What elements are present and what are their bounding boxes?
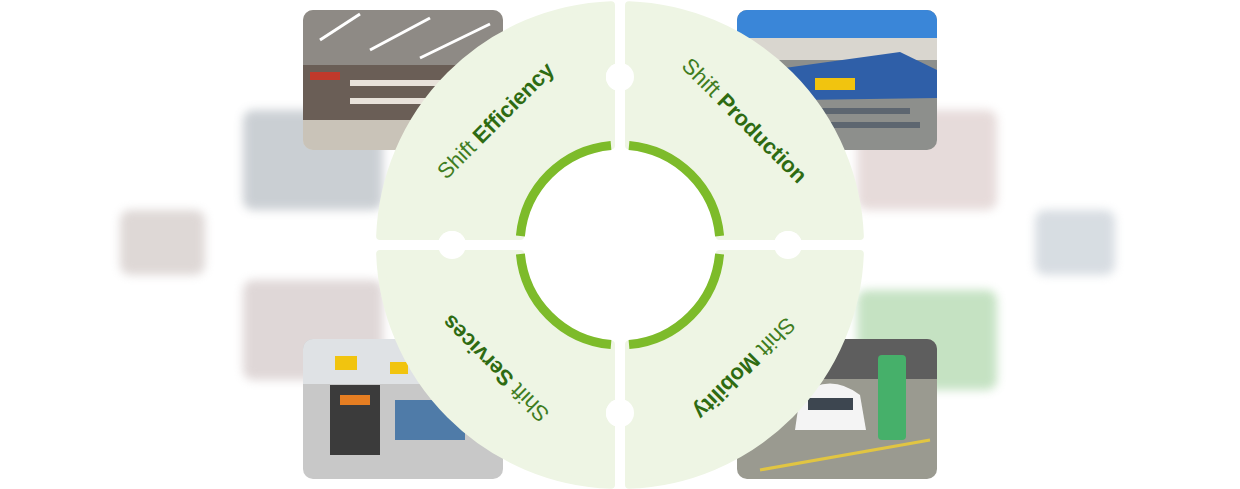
quadrant-fill [380,254,611,485]
connector-notch [606,63,634,91]
quadrant-group [606,5,860,259]
parked-cars [820,108,910,114]
floor-marking [760,440,930,470]
parked-cars [830,122,920,128]
connector-notch [606,63,634,91]
charging-station [878,355,906,440]
quadrant-fill [629,254,860,485]
quadrant-fill [380,5,611,236]
quadrant-group [380,5,634,259]
connector-notch [606,399,634,427]
ceiling-light [370,18,430,50]
store-sign [815,78,855,90]
quadrant-group [606,231,860,485]
quadrant-group [380,231,634,485]
faded-photo [120,210,205,275]
faded-photo [1035,210,1115,275]
connector-notch [438,231,466,259]
display-rack [330,385,380,455]
hanging-sign [390,362,408,374]
display-goods [340,395,370,405]
quadrant-segment: ShiftProduction [620,1,864,245]
shelf-sign [310,72,340,80]
inner-ring-arc [629,254,720,345]
quadrant-segment: ShiftServices [376,245,620,489]
car-window [808,398,853,410]
connector-notch [606,399,634,427]
quadrant-segment: ShiftEfficiency [376,1,620,245]
faded-photos [120,110,1115,390]
ceiling-light [320,14,360,40]
quadrant-segment: ShiftMobility [620,245,864,489]
quadrant-fill [629,5,860,236]
inner-ring-arc [629,145,720,236]
connector-notch [774,231,802,259]
connector-notch [774,231,802,259]
connector-notch [438,231,466,259]
inner-ring-arc [520,145,611,236]
hanging-sign [335,356,357,370]
inner-ring-arc [520,254,611,345]
